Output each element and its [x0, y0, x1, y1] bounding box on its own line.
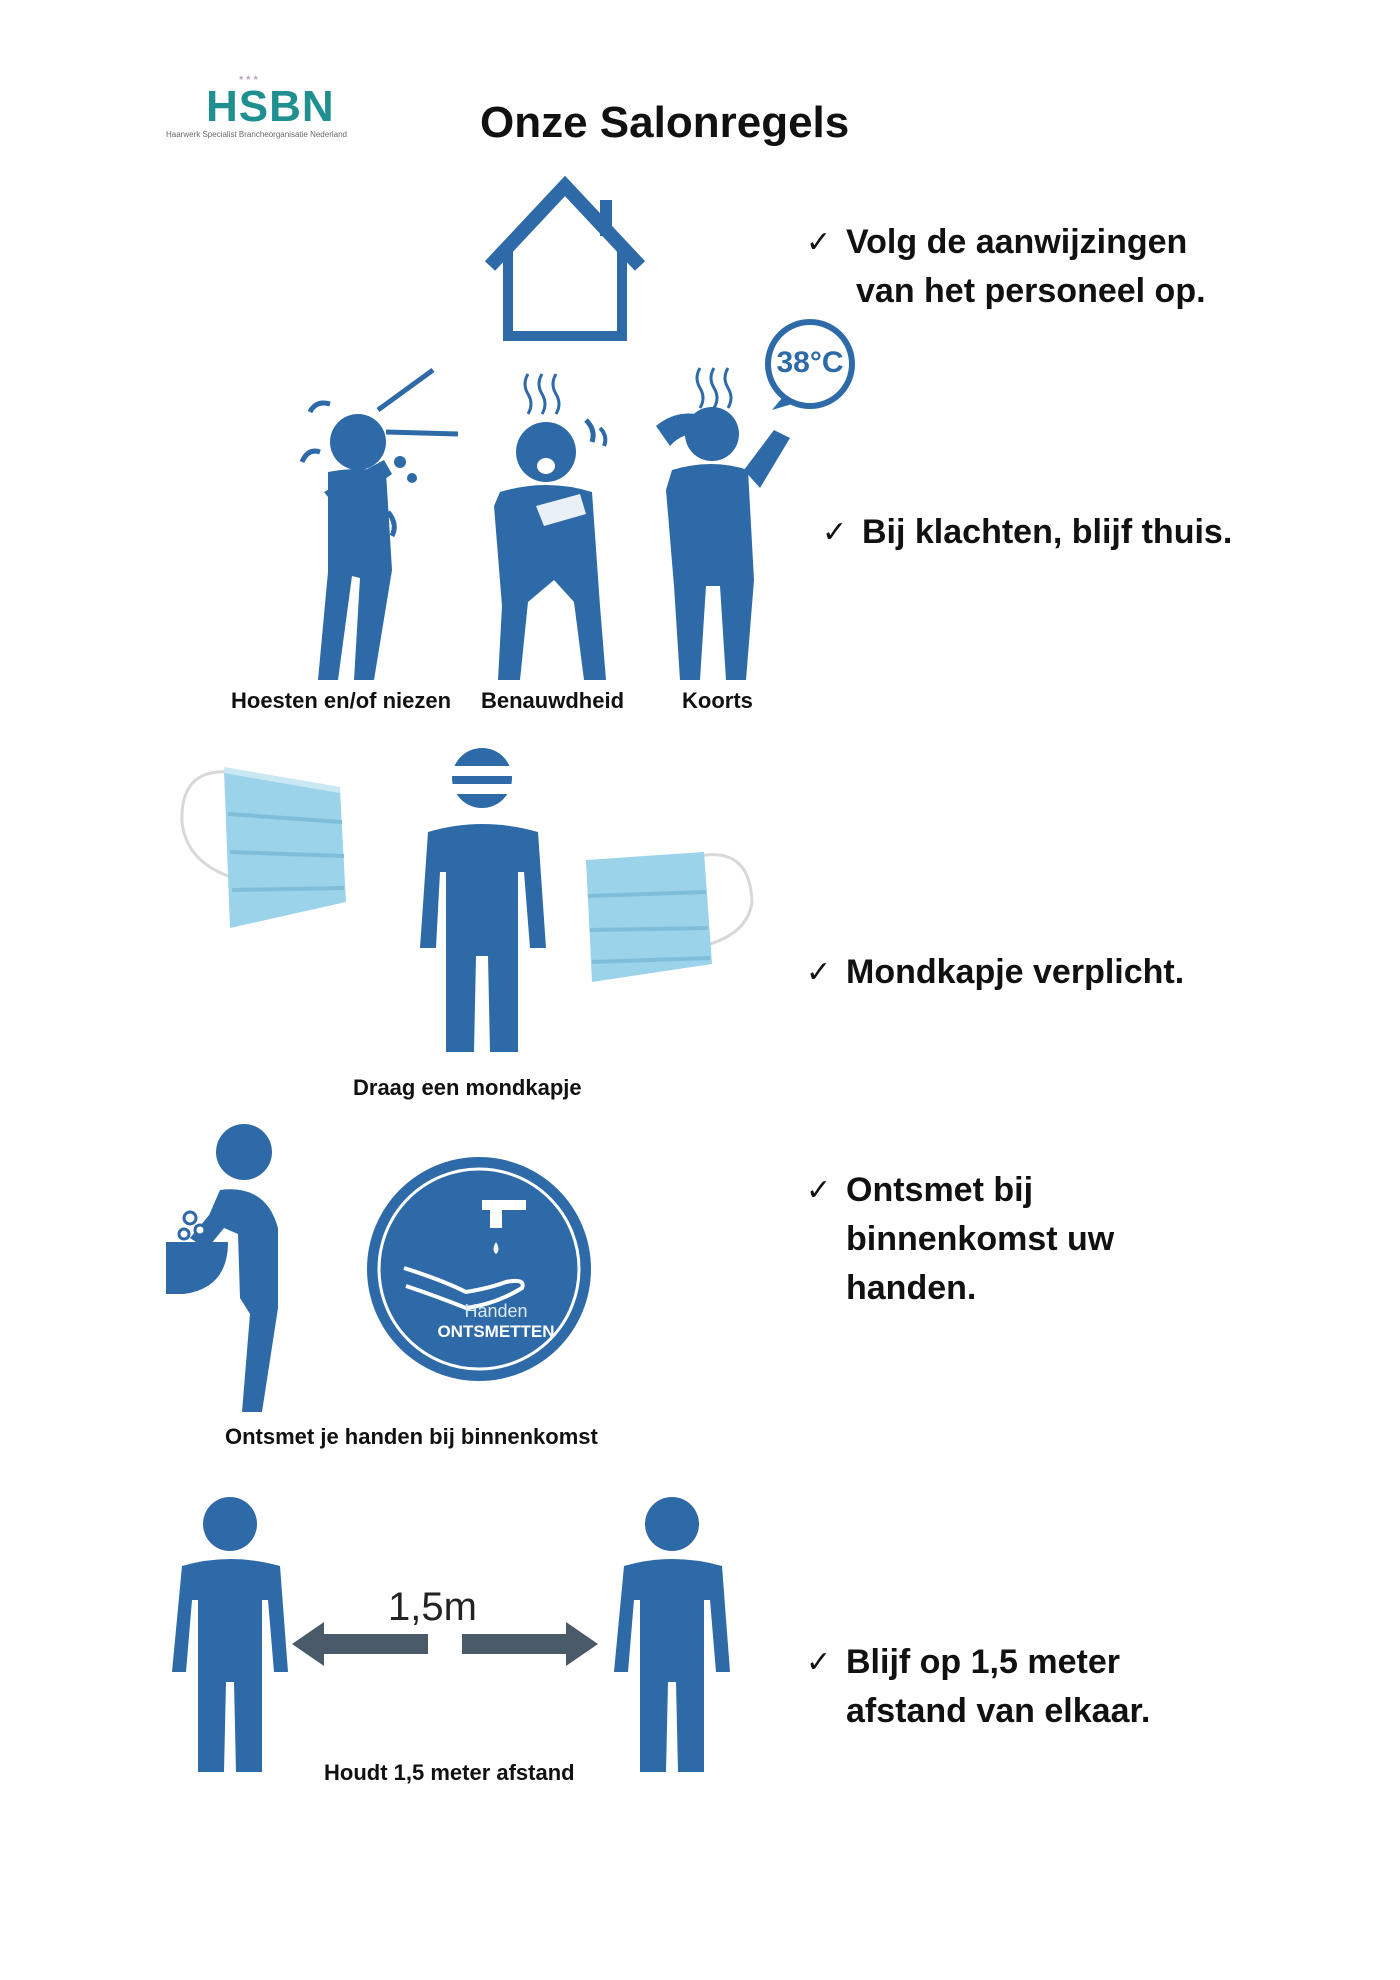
fever-person-icon — [656, 367, 790, 680]
caption-cough: Hoesten en/of niezen — [231, 688, 452, 713]
distance-label: 1,5m — [388, 1585, 477, 1629]
sign-ontsmetten-text: ONTSMETTEN — [437, 1322, 555, 1341]
check-icon: ✓ — [806, 956, 832, 989]
rule-follow-staff: ✓ Volg de aanwijzingen van het personeel… — [806, 218, 1226, 318]
logo-subtitle: Haarwerk Specialist Brancheorganisatie N… — [166, 130, 347, 139]
person-left-icon — [172, 1497, 288, 1772]
check-icon: ✓ — [806, 1646, 832, 1679]
person-right-icon — [614, 1497, 730, 1772]
arrow-left-icon — [292, 1622, 428, 1666]
logo: HSBN — [206, 82, 335, 131]
sign-handen-text: Handen — [464, 1301, 528, 1321]
face-mask-left-icon — [180, 767, 346, 928]
house-icon — [484, 175, 646, 341]
hand-disinfect-sign-icon — [367, 1157, 591, 1381]
check-icon: ✓ — [806, 226, 832, 259]
page-title: Onze Salonregels — [480, 98, 850, 147]
breathless-person-icon — [494, 373, 608, 680]
temperature-badge: 38°C — [776, 346, 844, 379]
rule-stay-home: ✓ Bij klachten, blijf thuis. — [822, 508, 1242, 558]
thermometer-bubble-icon — [765, 319, 855, 410]
rule-distance: ✓ Blijf op 1,5 meter afstand van elkaar. — [806, 1638, 1226, 1738]
rule-mask: ✓ Mondkapje verplicht. — [806, 948, 1226, 998]
caption-wash: Ontsmet je handen bij binnenkomst — [225, 1424, 598, 1449]
caption-mask: Draag een mondkapje — [353, 1075, 582, 1100]
logo-stars: ★★★ — [238, 75, 260, 82]
arrow-right-icon — [462, 1622, 598, 1666]
check-icon: ✓ — [822, 516, 848, 549]
rule-disinfect: ✓ Ontsmet bij binnenkomst uw handen. — [806, 1166, 1226, 1316]
caption-breath: Benauwdheid — [481, 688, 625, 713]
caption-distance: Houdt 1,5 meter afstand — [324, 1760, 575, 1785]
masked-person-icon — [420, 748, 546, 1052]
handwashing-person-icon — [166, 1124, 278, 1412]
coughing-person-icon — [299, 367, 459, 680]
caption-fever: Koorts — [682, 688, 753, 713]
face-mask-right-icon — [586, 852, 754, 982]
check-icon: ✓ — [806, 1174, 832, 1207]
